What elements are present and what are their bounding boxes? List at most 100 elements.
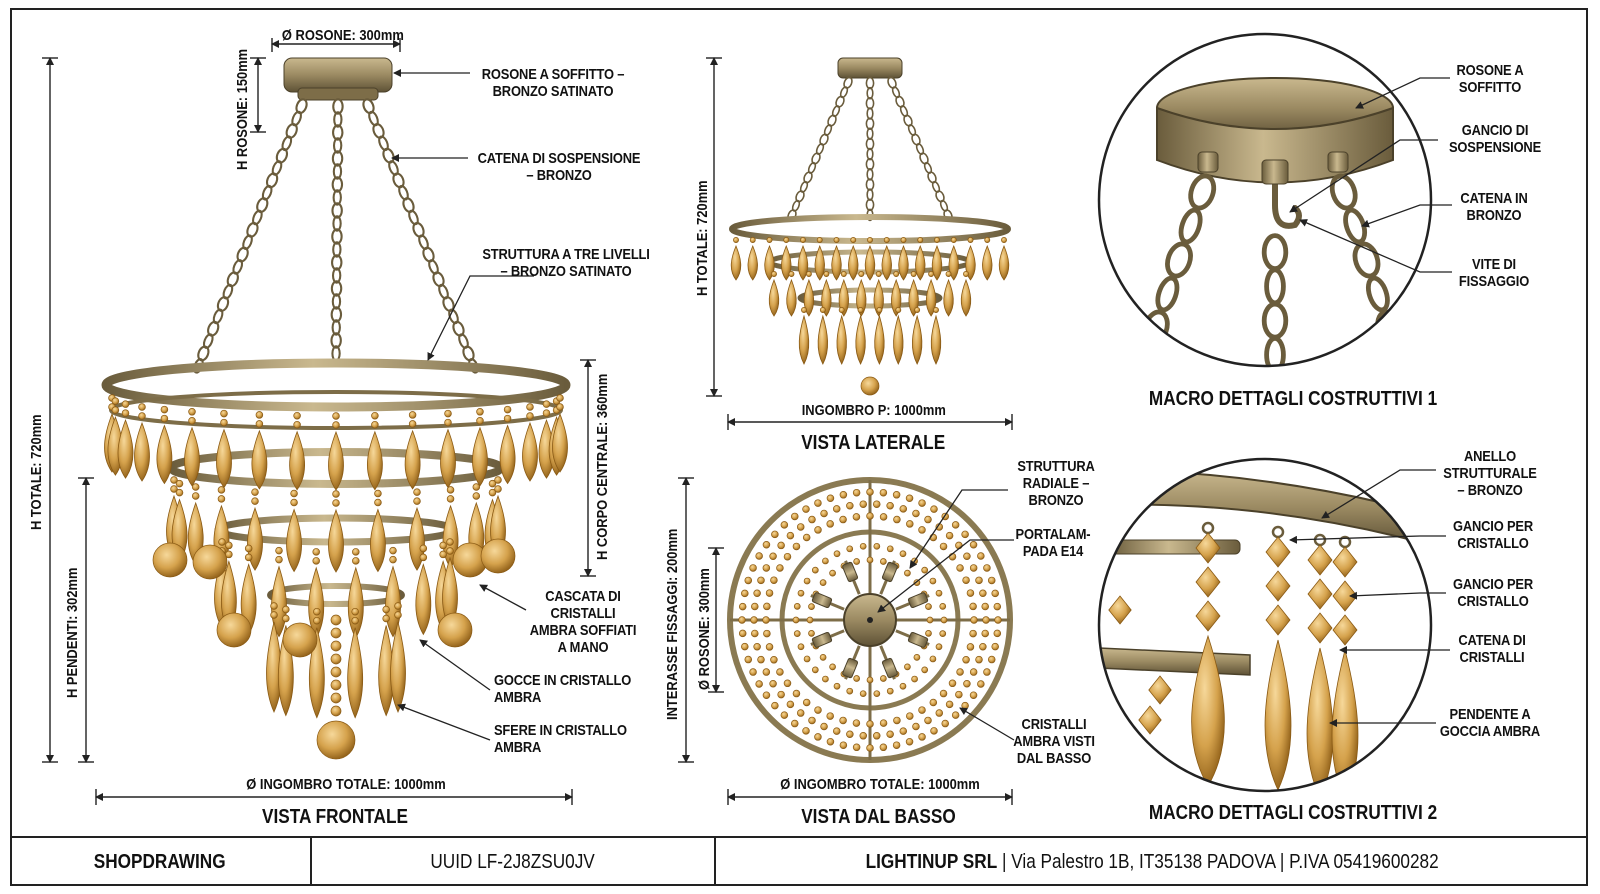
side-chain-link <box>866 127 874 141</box>
bottom-bead <box>987 655 996 664</box>
title-block-uuid-cell: UUID LF-2J8ZSU0JV <box>312 838 716 886</box>
front-bead <box>556 394 564 402</box>
side-bead <box>749 237 756 243</box>
macro2-faceted-bead <box>1307 578 1333 610</box>
front-bead <box>332 490 340 498</box>
bottom-bead <box>808 603 815 610</box>
callout-rosone: ROSONE A SOFFITTO – BRONZO SATINATO <box>481 66 625 100</box>
front-drop <box>286 508 302 573</box>
macro2-faceted-bead <box>1307 544 1333 576</box>
front-bead <box>121 400 130 408</box>
side-chain-link <box>865 157 875 171</box>
side-drop <box>982 244 993 281</box>
leader-lines <box>391 69 1452 741</box>
bottom-bead <box>886 687 894 695</box>
bottom-bead <box>741 642 749 651</box>
side-drop <box>943 278 954 317</box>
side-bead <box>833 237 840 243</box>
bottom-bead <box>866 744 874 752</box>
macro2-faceted-bead <box>1195 566 1221 598</box>
front-bead <box>282 614 290 623</box>
front-bead <box>446 547 454 555</box>
bottom-bead <box>880 675 887 682</box>
side-bead <box>816 237 823 243</box>
side-crystals <box>730 237 1010 396</box>
bottom-bead <box>899 505 908 513</box>
side-drop <box>873 278 884 317</box>
front-chain-link <box>330 306 343 323</box>
front-chain-link <box>332 241 342 258</box>
callout-cascata: CASCATA DI CRISTALLI AMBRA SOFFIATI A MA… <box>529 588 637 656</box>
side-drop <box>948 244 959 281</box>
bottom-bead <box>826 737 835 746</box>
macro1-chain-link <box>1178 207 1203 245</box>
side-chain-link <box>866 168 874 181</box>
side-drop <box>925 278 937 317</box>
bottom-bead <box>948 679 957 688</box>
front-bead <box>542 400 551 408</box>
front-drop <box>409 506 425 571</box>
bottom-bead <box>913 654 921 661</box>
title-block-uuid: UUID LF-2J8ZSU0JV <box>430 850 596 873</box>
bottom-bead <box>803 655 811 663</box>
bottom-bead <box>866 676 874 684</box>
front-bead <box>255 420 264 428</box>
bottom-bead <box>846 730 854 738</box>
bottom-bead <box>872 500 881 508</box>
bottom-bead <box>762 668 771 676</box>
bottom-bead <box>979 643 987 651</box>
bottom-bead <box>929 698 938 707</box>
bottom-bead <box>797 589 805 597</box>
front-bead <box>332 412 340 420</box>
front-chain-link <box>332 98 344 115</box>
title-block: SHOPDRAWING UUID LF-2J8ZSU0JV LIGHTINUP … <box>10 836 1588 886</box>
bottom-bead <box>956 668 964 676</box>
bottom-bead <box>983 668 991 676</box>
macro1-hook <box>1272 172 1302 229</box>
side-chain-link <box>866 188 874 201</box>
bottom-bead <box>983 564 991 572</box>
bottom-bead <box>872 732 881 740</box>
bottom-bead <box>925 603 932 610</box>
front-bead <box>472 492 481 500</box>
front-chain-link <box>331 293 342 310</box>
bottom-bead <box>940 616 948 624</box>
front-drop <box>499 424 516 485</box>
front-drop <box>289 430 305 491</box>
bottom-socket <box>842 657 859 679</box>
bottom-bead <box>852 513 861 521</box>
bottom-bead <box>904 663 911 671</box>
side-drop <box>831 244 842 281</box>
bottom-bead <box>970 616 978 624</box>
front-bead <box>244 553 253 562</box>
front-drop <box>472 426 488 487</box>
side-drop <box>764 244 775 281</box>
bottom-bead <box>738 602 747 611</box>
bottom-socket <box>842 561 859 583</box>
front-chain-link <box>331 319 341 336</box>
side-bead <box>857 307 864 313</box>
front-sphere <box>480 538 516 574</box>
bottom-bead <box>893 716 901 725</box>
bottom-bead <box>977 552 985 560</box>
callout-catena: CATENA DI SOSPENSIONE – BRONZO <box>477 150 641 184</box>
bottom-bead <box>963 552 971 561</box>
side-drop <box>898 244 909 281</box>
side-canopy <box>837 57 903 79</box>
bottom-bead <box>918 706 926 714</box>
side-bead <box>766 237 773 243</box>
side-drop <box>768 278 780 317</box>
front-bead <box>220 409 228 418</box>
callout-m2-anello: ANELLO STRUTTURALE – BRONZO <box>1443 448 1537 499</box>
side-chain-link <box>865 137 875 151</box>
macro1-chain-link <box>1375 309 1404 347</box>
side-chain-link <box>865 76 875 90</box>
front-bead <box>330 627 342 639</box>
side-bead <box>867 237 873 243</box>
bottom-bead <box>793 630 801 637</box>
front-drop <box>390 621 406 713</box>
bottom-bead <box>750 616 758 624</box>
bottom-dim-total-width: Ø INGOMBRO TOTALE: 1000mm <box>780 776 980 793</box>
side-drop <box>817 314 828 365</box>
front-bead <box>255 411 264 419</box>
